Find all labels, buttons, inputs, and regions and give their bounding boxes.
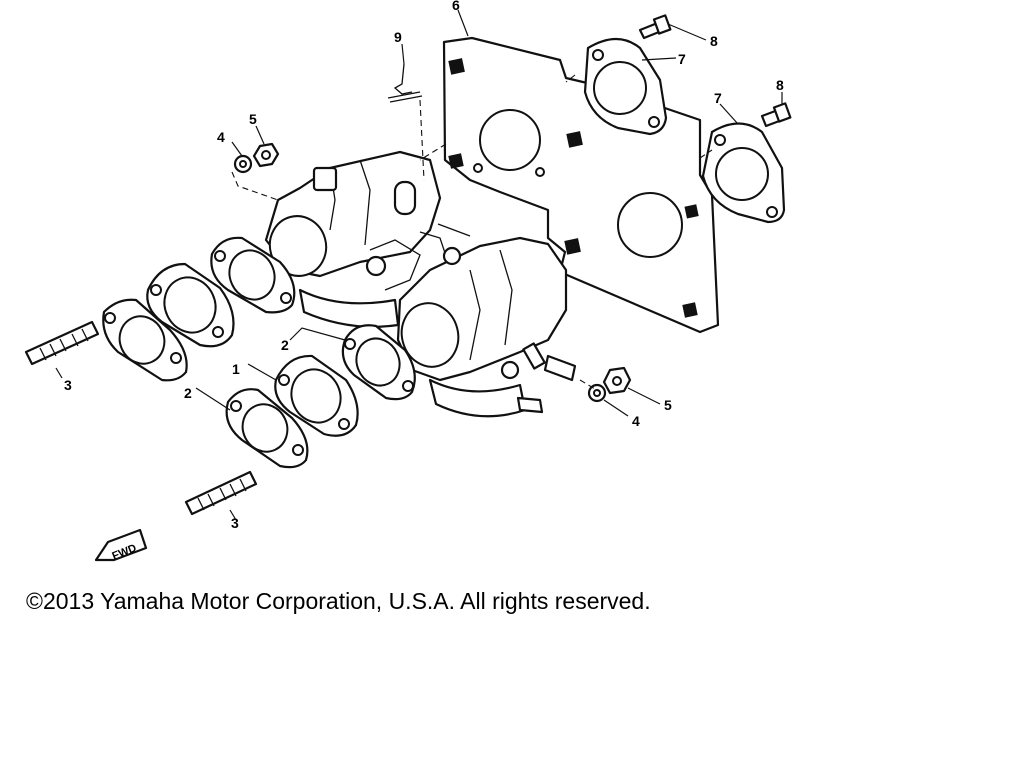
- stud-lower: [184, 470, 258, 516]
- leader-lines: [55, 9, 783, 521]
- fwd-arrow-icon: FWD: [94, 528, 148, 563]
- carburetor-upper: [264, 150, 442, 291]
- assembly-line-washer-upper: [231, 171, 279, 201]
- callout-5-lower: 5: [664, 397, 672, 413]
- callout-6: 6: [452, 0, 460, 13]
- callout-3-upper: 3: [64, 377, 72, 393]
- gasket-lower-right: [701, 122, 786, 224]
- assembly-line-gasket-lower: [699, 149, 713, 159]
- callout-1: 1: [232, 361, 240, 377]
- gasket-left-2: [210, 236, 296, 314]
- nut-lower: [602, 366, 632, 395]
- callout-4-upper: 4: [217, 129, 225, 145]
- washer-upper: [233, 154, 253, 174]
- clip: [387, 63, 423, 103]
- callout-7-upper: 7: [678, 51, 686, 67]
- gasket-upper-right: [583, 37, 668, 136]
- callout-9: 9: [394, 29, 402, 45]
- callout-8-upper: 8: [710, 33, 718, 49]
- stud-upper: [24, 320, 100, 366]
- callout-4-lower: 4: [632, 413, 640, 429]
- washer-lower: [587, 383, 607, 403]
- spacer-left: [146, 262, 235, 348]
- callout-3-lower: 3: [231, 515, 239, 531]
- spacer-center: [274, 354, 359, 437]
- gasket-center-2: [341, 324, 416, 401]
- assembly-line-washer-lower: [579, 379, 601, 393]
- callout-7-lower: 7: [714, 90, 722, 106]
- callout-2-center: 2: [281, 337, 289, 353]
- bolt-lower: [760, 102, 792, 128]
- copyright-notice: ©2013 Yamaha Motor Corporation, U.S.A. A…: [26, 588, 651, 614]
- callout-5-upper: 5: [249, 111, 257, 127]
- assembly-line-plate: [419, 143, 447, 161]
- bolt-upper: [638, 14, 672, 40]
- callout-8-lower: 8: [776, 77, 784, 93]
- callout-2-left: 2: [184, 385, 192, 401]
- gasket-left-1: [102, 298, 188, 382]
- assembly-line-gasket-upper: [565, 74, 576, 83]
- nut-upper: [252, 142, 280, 168]
- assembly-line-clip: [419, 99, 425, 181]
- carburetor-lower: [298, 223, 577, 418]
- gasket-center-1: [225, 388, 309, 469]
